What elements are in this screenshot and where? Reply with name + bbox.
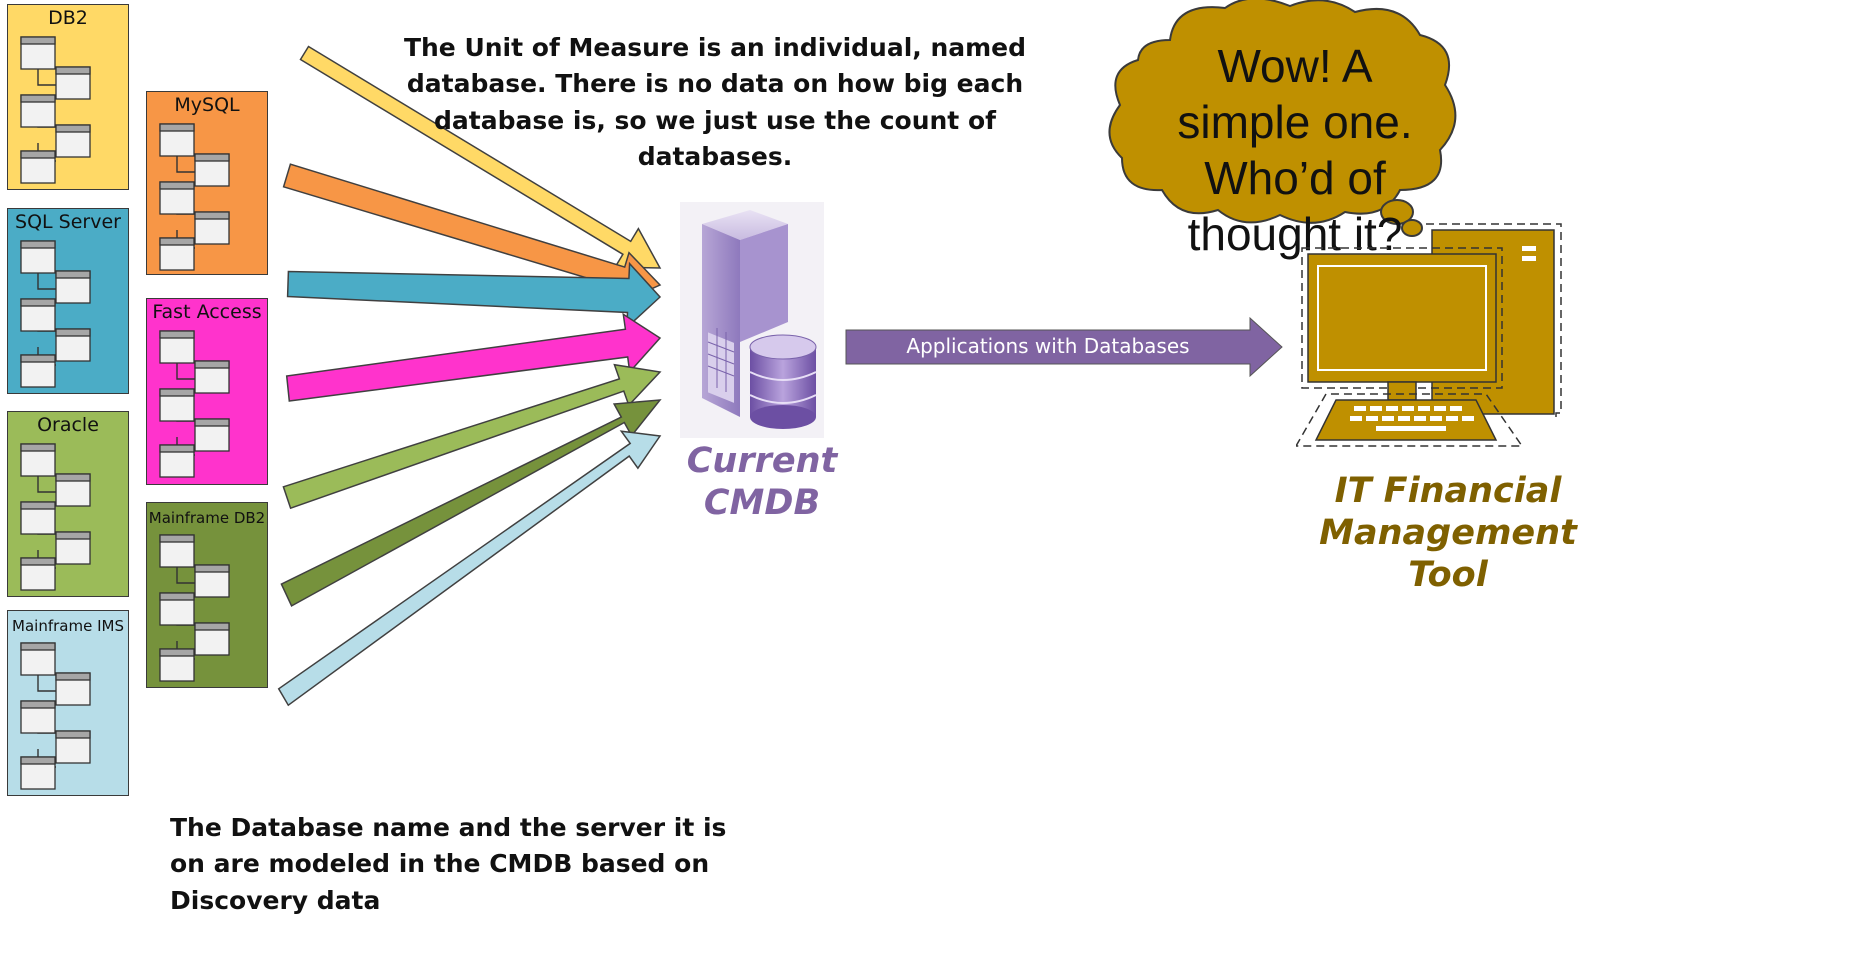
arrow-mainframe-ims (277, 430, 662, 707)
arrow-sql-server (286, 261, 662, 330)
mainframe-db2-box: Mainframe DB2 (146, 502, 268, 688)
mainframe-ims-box: Mainframe IMS (7, 610, 129, 796)
oracle-box: Oracle (7, 411, 129, 597)
cmdb-caption: Current CMDB (686, 441, 838, 523)
table-schema-icon (18, 641, 118, 801)
tool-caption: IT Financial Management Tool (1319, 471, 1577, 595)
arrow-db2 (299, 45, 662, 269)
table-schema-icon (18, 442, 118, 602)
table-schema-icon (157, 122, 257, 282)
arrow-fast-access (285, 312, 662, 402)
unit-of-measure-note: The Unit of Measure is an individual, na… (403, 33, 1027, 171)
db2-label: DB2 (48, 7, 88, 29)
mainframe-db2-label: Mainframe DB2 (148, 509, 266, 527)
thought-bubble-text: Wow! A simple one. Who’d of thought it? (1177, 40, 1413, 261)
table-schema-icon (18, 35, 118, 195)
desktop-computer-icon (1296, 223, 1562, 447)
mainframe-ims-label: Mainframe IMS (12, 617, 124, 635)
flow-label: Applications with Databases (906, 334, 1190, 358)
mysql-label: MySQL (174, 94, 240, 116)
fast-access-box: Fast Access (146, 298, 268, 485)
table-schema-icon (18, 239, 118, 399)
sql-server-label: SQL Server (15, 211, 121, 233)
fast-access-label: Fast Access (152, 301, 262, 323)
arrow-mainframe-db2 (280, 399, 662, 607)
server-database-icon (680, 202, 824, 438)
thought-bubble-icon (1108, 0, 1457, 237)
sql-server-box: SQL Server (7, 208, 129, 394)
flow-arrow (845, 316, 1283, 378)
discovery-note: The Database name and the server it is o… (170, 813, 727, 915)
arrow-oracle (282, 363, 662, 510)
db2-box: DB2 (7, 4, 129, 190)
oracle-label: Oracle (37, 414, 99, 436)
mysql-box: MySQL (146, 91, 268, 275)
table-schema-icon (157, 329, 257, 489)
table-schema-icon (157, 533, 257, 693)
